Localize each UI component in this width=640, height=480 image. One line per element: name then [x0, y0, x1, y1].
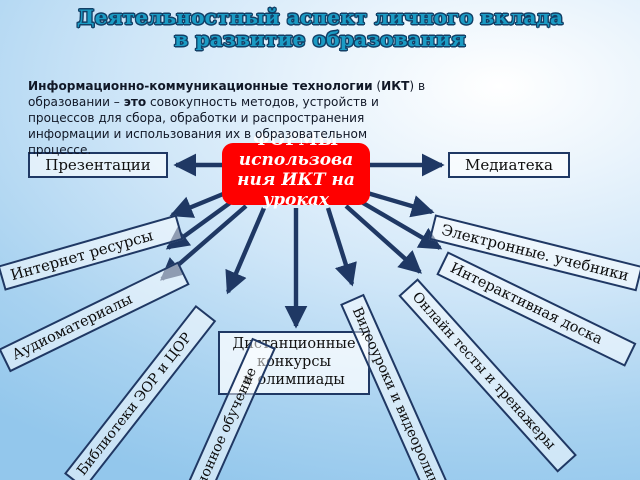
- arrow-to-distance-learning: [225, 207, 267, 295]
- arrow-to-electronic-books: [363, 189, 435, 218]
- node-presentations[interactable]: Презентации: [28, 152, 168, 178]
- distant-line-2: конкурсы: [257, 354, 331, 371]
- intro-abbr: ИКТ: [381, 79, 410, 93]
- title-line-1: Деятельностный аспект личного вклада: [76, 5, 564, 29]
- arrow-to-online-tests: [344, 204, 422, 274]
- arrow-to-interactive-board: [356, 198, 443, 250]
- page-title: Деятельностный аспект личного вклада в р…: [0, 6, 640, 51]
- intro-text-1: (: [372, 79, 382, 93]
- title-line-2: в развитие образования: [174, 27, 466, 52]
- node-mediateka[interactable]: Медиатека: [448, 152, 570, 178]
- arrow-to-video-lessons: [325, 207, 357, 287]
- center-node-shape[interactable]: [222, 143, 370, 205]
- arrow-to-internet: [169, 189, 229, 218]
- distant-line-3: и олимпиады: [243, 371, 345, 388]
- intro-text-3: совокупность методов, устройств и процес…: [28, 95, 379, 158]
- intro-paragraph: Информационно-коммуникационные технологи…: [28, 78, 428, 158]
- intro-text-2: ) в образовании –: [28, 79, 426, 110]
- intro-bold-mid: это: [123, 95, 147, 110]
- intro-bold-lead: Информационно-коммуникационные технологи…: [28, 79, 373, 93]
